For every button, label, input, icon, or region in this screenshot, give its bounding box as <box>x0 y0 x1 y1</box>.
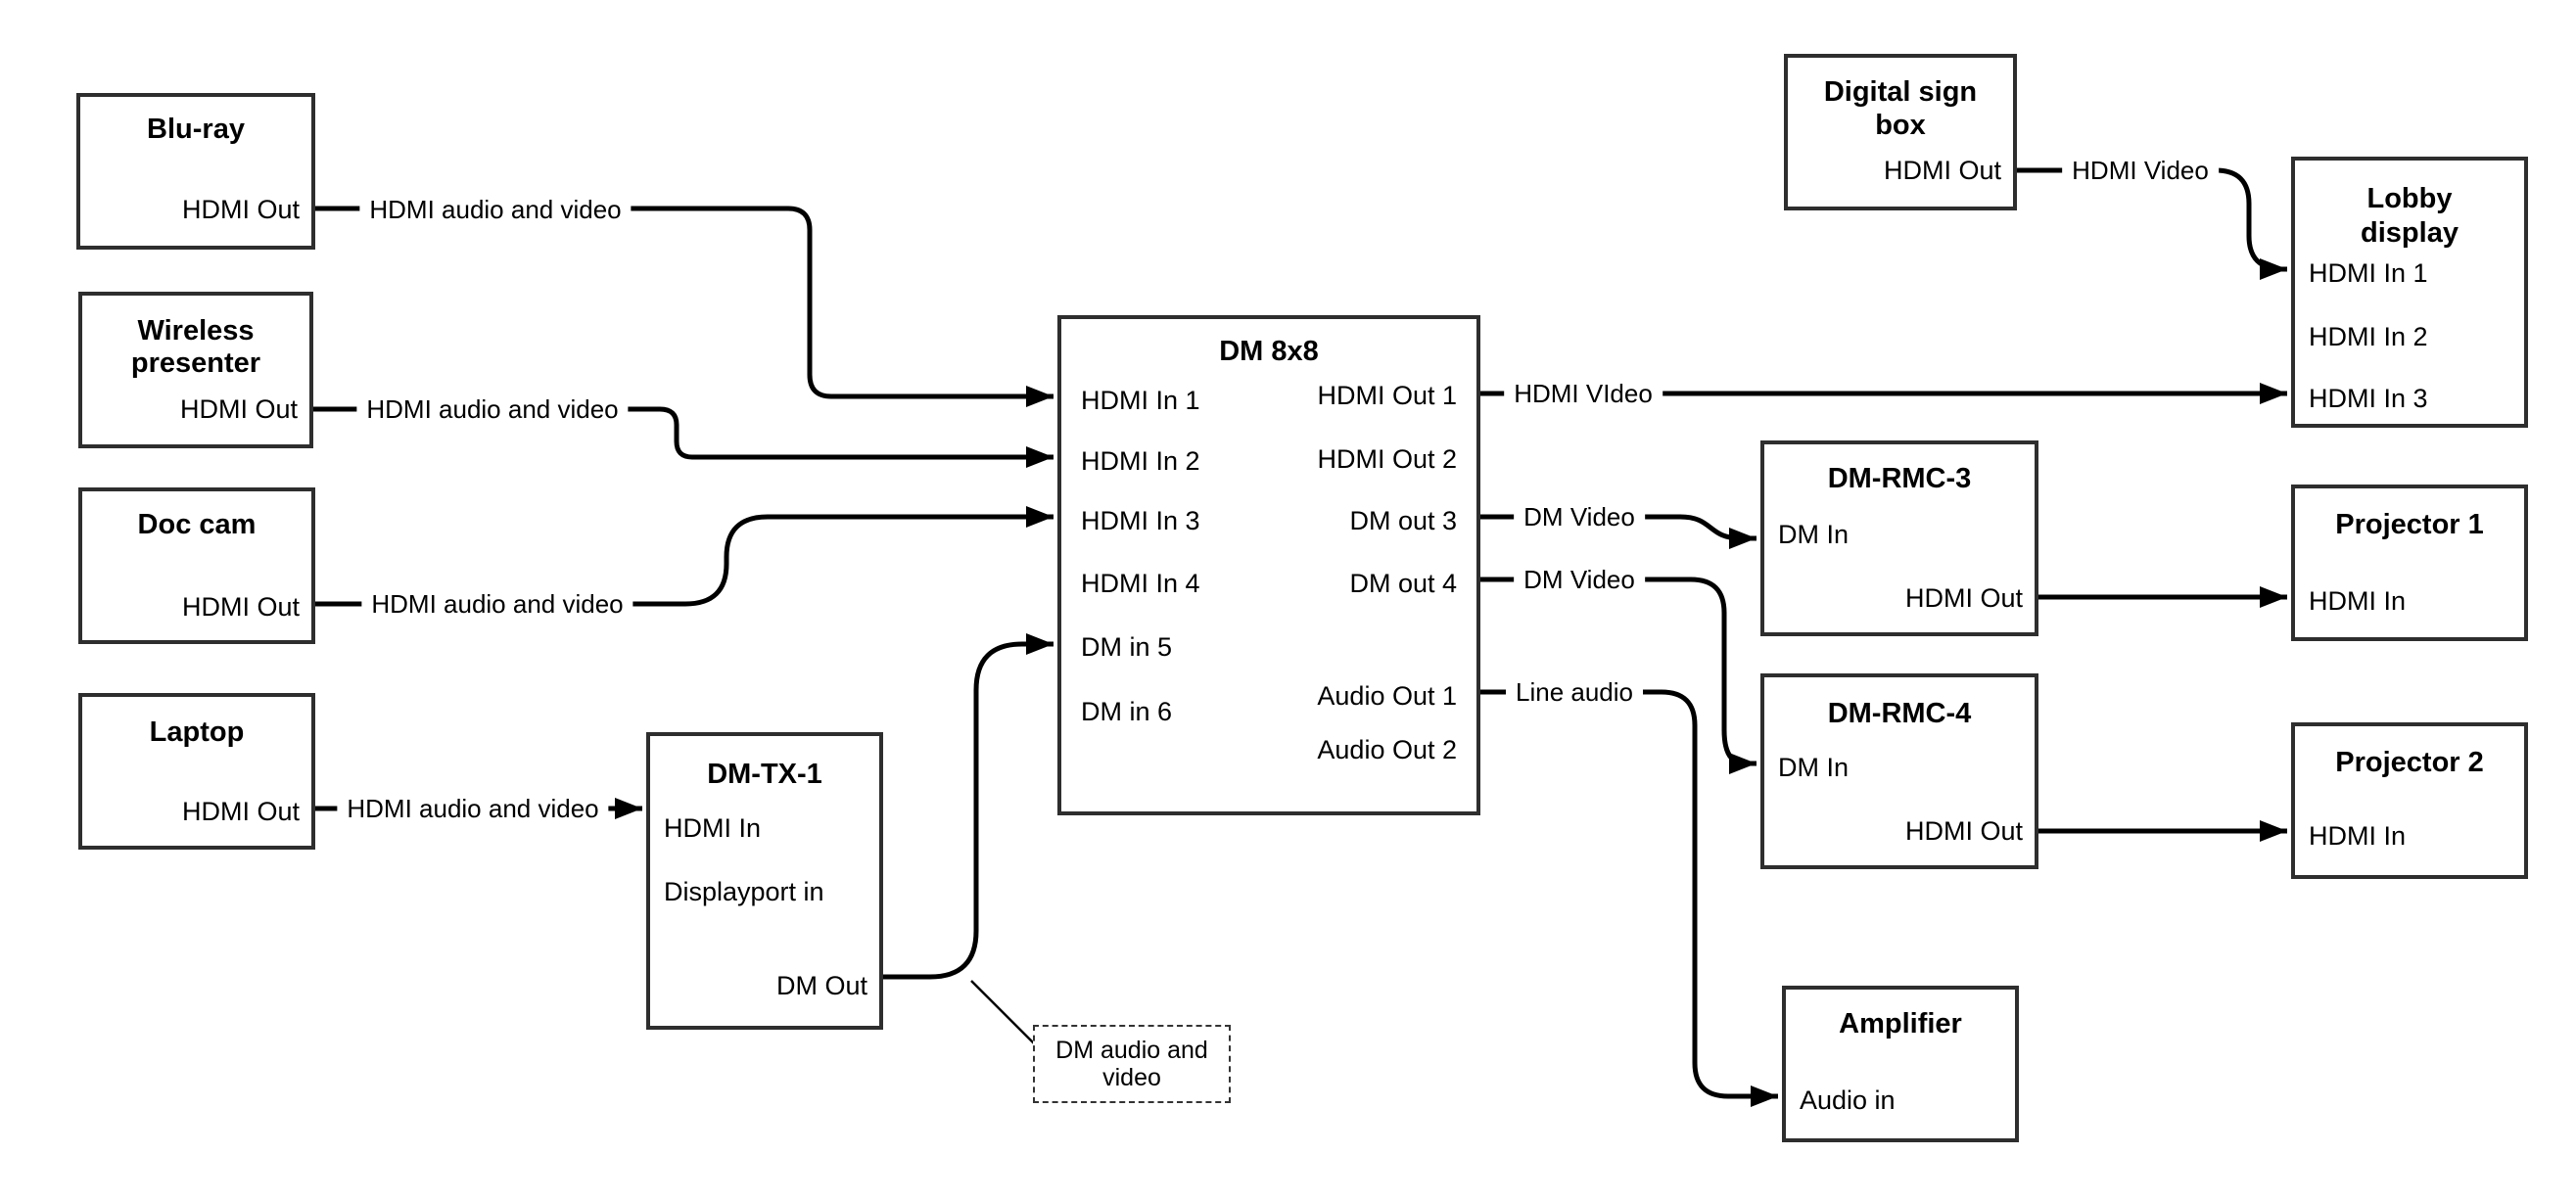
edge-dm8x8-audio1-to-amp <box>1480 689 1778 1107</box>
node-title: Projector 2 <box>2335 747 2484 778</box>
node-title: Doc cam <box>137 509 257 540</box>
node-laptop: Laptop HDMI Out <box>78 693 315 850</box>
port-dm-out-4: DM out 4 <box>1349 569 1457 598</box>
port-hdmi-out: HDMI Out <box>181 592 300 622</box>
port-hdmi-out: HDMI Out <box>179 394 298 424</box>
node-dm-8x8: DM 8x8 HDMI In 1 HDMI In 2 HDMI In 3 HDM… <box>1057 315 1480 815</box>
port-hdmi-in-3: HDMI In 3 <box>2309 384 2428 413</box>
node-title: DM-RMC-3 <box>1827 463 1972 494</box>
edge-label-hdmi-video-sign: HDMI Video <box>2062 156 2219 185</box>
port-dm-out-3: DM out 3 <box>1349 506 1457 535</box>
port-audio-out-2: Audio Out 2 <box>1317 735 1457 764</box>
edge-wireless-to-dm8x8-in2 <box>313 406 1054 468</box>
edge-label-dm-video-4: DM Video <box>1514 565 1645 594</box>
port-hdmi-in-1: HDMI In 1 <box>2309 258 2428 288</box>
edge-bluray-to-dm8x8-in1 <box>315 206 1054 407</box>
port-hdmi-out: HDMI Out <box>1904 583 2023 613</box>
node-wireless-presenter: Wireless presenter HDMI Out <box>78 292 313 448</box>
port-hdmi-in-2: HDMI In 2 <box>2309 322 2428 351</box>
edge-dmtx1-to-dm8x8-in5 <box>883 633 1054 980</box>
node-title: Blu-ray <box>147 114 245 145</box>
node-title: DM-TX-1 <box>707 759 822 790</box>
port-hdmi-in: HDMI In <box>2309 586 2407 616</box>
port-hdmi-in: HDMI In <box>2309 821 2407 851</box>
edge-doccam-to-dm8x8-in3 <box>315 506 1054 607</box>
edge-digitalsign-to-lobby-in1 <box>2017 167 2287 280</box>
port-hdmi-in-4: HDMI In 4 <box>1081 569 1200 598</box>
node-title: DM 8x8 <box>1219 336 1319 367</box>
node-title: DM-RMC-4 <box>1827 698 1972 729</box>
node-amplifier: Amplifier Audio in <box>1782 986 2019 1142</box>
node-lobby-display: Lobby display HDMI In 1 HDMI In 2 HDMI I… <box>2291 157 2528 428</box>
edge-label-bluray: HDMI audio and video <box>359 195 632 224</box>
node-dm-rmc-3: DM-RMC-3 DM In HDMI Out <box>1760 440 2038 636</box>
port-hdmi-out-1: HDMI Out 1 <box>1317 381 1457 410</box>
callout-dm-audio-and-video: DM audio and video <box>1033 1025 1231 1103</box>
edge-dm8x8-out3-to-dmrmc3 <box>1480 514 1756 549</box>
port-hdmi-out: HDMI Out <box>181 797 300 826</box>
port-dm-in-6: DM in 6 <box>1081 697 1173 726</box>
node-title: Digital sign box <box>1823 76 1978 141</box>
port-dm-out: DM Out <box>775 971 867 1000</box>
node-dm-tx-1: DM-TX-1 HDMI In Displayport in DM Out <box>646 732 883 1030</box>
port-hdmi-out-2: HDMI Out 2 <box>1317 444 1457 474</box>
edge-label-dm-video-3: DM Video <box>1514 502 1645 531</box>
node-title: Lobby display <box>2361 183 2459 249</box>
port-hdmi-out: HDMI Out <box>1904 816 2023 846</box>
node-title: Laptop <box>149 716 245 748</box>
edge-label-hdmi-video-out1: HDMI VIdeo <box>1504 379 1663 408</box>
port-audio-out-1: Audio Out 1 <box>1317 681 1457 711</box>
node-projector-1: Projector 1 HDMI In <box>2291 485 2528 641</box>
edge-label-doccam: HDMI audio and video <box>361 589 633 619</box>
node-dm-rmc-4: DM-RMC-4 DM In HDMI Out <box>1760 673 2038 869</box>
node-digital-sign-box: Digital sign box HDMI Out <box>1784 54 2017 210</box>
node-title: Wireless presenter <box>130 315 261 379</box>
port-hdmi-in-2: HDMI In 2 <box>1081 446 1200 476</box>
edge-label-line-audio: Line audio <box>1506 677 1643 707</box>
edge-label-laptop: HDMI audio and video <box>337 794 609 823</box>
port-hdmi-in-1: HDMI In 1 <box>1081 386 1200 415</box>
edge-label-wireless: HDMI audio and video <box>356 394 629 424</box>
node-projector-2: Projector 2 HDMI In <box>2291 722 2528 879</box>
port-audio-in: Audio in <box>1800 1086 1896 1115</box>
port-dm-in: DM In <box>1778 520 1850 549</box>
port-dm-in-5: DM in 5 <box>1081 632 1173 662</box>
callout-leader-line <box>970 980 1037 1046</box>
port-hdmi-in-3: HDMI In 3 <box>1081 506 1200 535</box>
node-doc-cam: Doc cam HDMI Out <box>78 487 315 644</box>
port-hdmi-in: HDMI In <box>664 813 762 843</box>
edge-dm8x8-out4-to-dmrmc4 <box>1480 577 1756 774</box>
node-title: Amplifier <box>1839 1008 1962 1039</box>
port-dm-in: DM In <box>1778 753 1850 782</box>
port-hdmi-out: HDMI Out <box>1883 156 2001 185</box>
port-hdmi-out: HDMI Out <box>181 195 300 224</box>
node-bluray: Blu-ray HDMI Out <box>76 93 315 250</box>
node-title: Projector 1 <box>2335 509 2484 540</box>
port-displayport-in: Displayport in <box>664 877 824 906</box>
